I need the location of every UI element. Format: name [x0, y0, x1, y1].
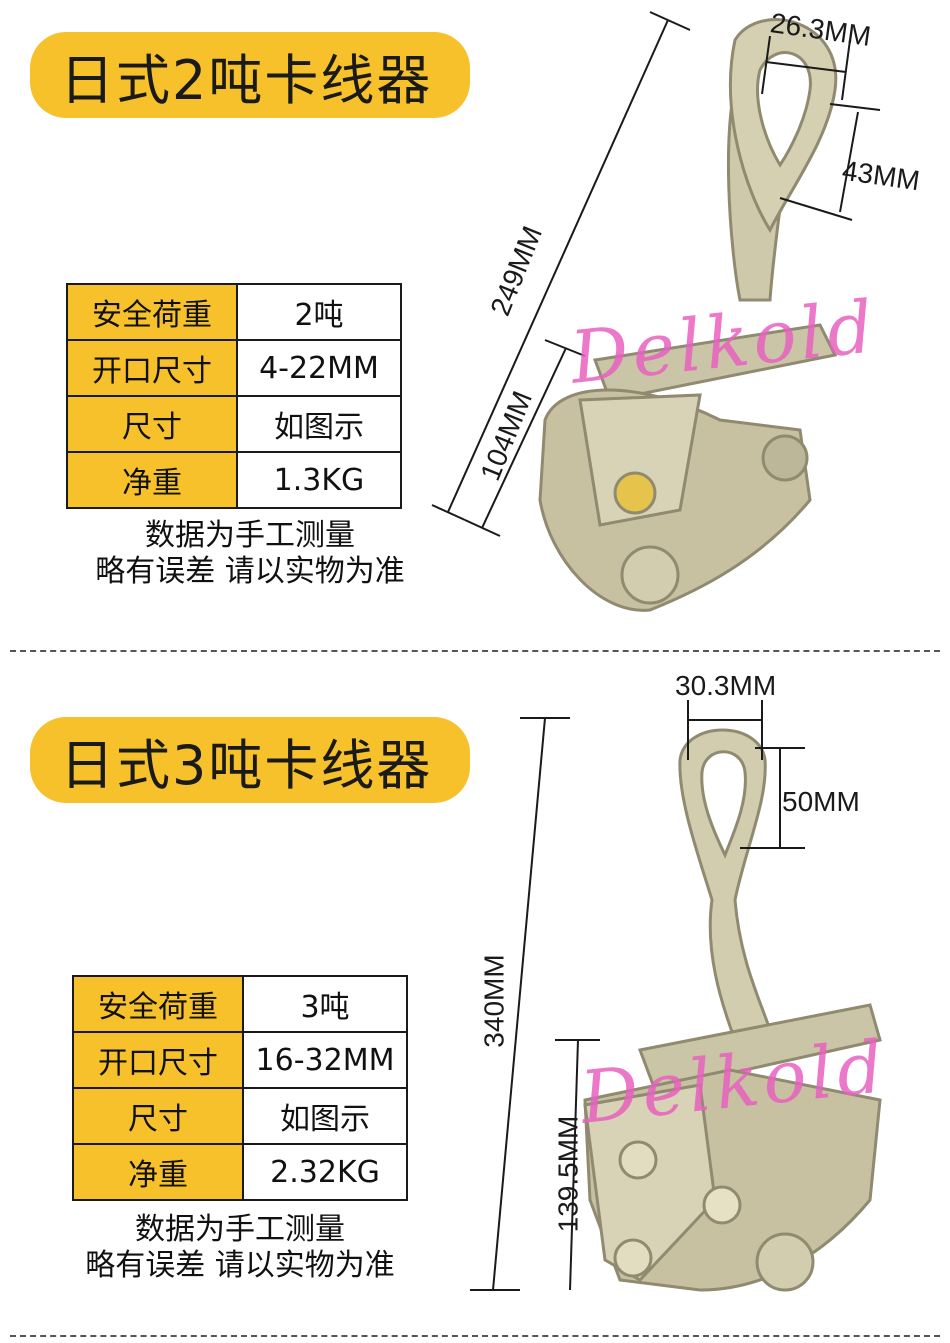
- spec-key: 开口尺寸: [72, 1031, 244, 1089]
- note-line: 略有误差 请以实物为准: [85, 1248, 395, 1283]
- section-divider: [10, 650, 940, 652]
- dim-total-length-3t: 340MM: [478, 954, 510, 1048]
- spec-table-3t: 安全荷重 3吨 开口尺寸 16-32MM 尺寸 如图示 净重 2.32KG: [72, 975, 408, 1201]
- spec-value: 4-22MM: [236, 339, 402, 397]
- note-line: 数据为手工测量: [145, 518, 355, 553]
- spec-row: 安全荷重 3吨: [72, 975, 408, 1033]
- spec-row: 净重 1.3KG: [66, 451, 402, 509]
- spec-key: 安全荷重: [66, 283, 238, 341]
- product-title: 日式3吨卡线器: [60, 733, 433, 797]
- spec-row: 开口尺寸 4-22MM: [66, 339, 402, 397]
- spec-row: 尺寸 如图示: [66, 395, 402, 453]
- watermark-text: Delkold: [576, 1024, 892, 1140]
- spec-key: 尺寸: [66, 395, 238, 453]
- spec-value: 16-32MM: [242, 1031, 408, 1089]
- dimension-lines-3t: [470, 700, 805, 1291]
- dim-total-length-2t: 249MM: [484, 221, 549, 320]
- product-title: 日式2吨卡线器: [60, 48, 433, 112]
- spec-row: 安全荷重 2吨: [66, 283, 402, 341]
- spec-table-2t: 安全荷重 2吨 开口尺寸 4-22MM 尺寸 如图示 净重 1.3KG: [66, 283, 402, 509]
- note-line: 数据为手工测量: [135, 1212, 345, 1247]
- spec-key: 净重: [66, 451, 238, 509]
- spec-row: 开口尺寸 16-32MM: [72, 1031, 408, 1089]
- dim-jaw-length-3t: 139.5MM: [552, 1115, 584, 1233]
- watermark-text: Delkold: [566, 284, 882, 400]
- measurement-note-3t: 数据为手工测量 略有误差 请以实物为准: [50, 1212, 430, 1284]
- spec-value: 1.3KG: [236, 451, 402, 509]
- dim-eye-width-2t: 26.3MM: [768, 7, 873, 52]
- spec-value: 2吨: [236, 283, 402, 341]
- section-divider-bottom: [10, 1335, 940, 1337]
- spec-row: 尺寸 如图示: [72, 1087, 408, 1145]
- spec-key: 净重: [72, 1143, 244, 1201]
- measurement-note-2t: 数据为手工测量 略有误差 请以实物为准: [60, 518, 440, 590]
- spec-value: 2.32KG: [242, 1143, 408, 1201]
- spec-value: 如图示: [242, 1087, 408, 1145]
- spec-key: 开口尺寸: [66, 339, 238, 397]
- spec-row: 净重 2.32KG: [72, 1143, 408, 1201]
- spec-value: 3吨: [242, 975, 408, 1033]
- spec-key: 尺寸: [72, 1087, 244, 1145]
- product-title-banner-3t: 日式3吨卡线器: [30, 717, 470, 803]
- dim-jaw-length-2t: 104MM: [474, 386, 539, 485]
- spec-key: 安全荷重: [72, 975, 244, 1033]
- dim-eye-height-3t: 50MM: [782, 786, 860, 817]
- product-title-banner-2t: 日式2吨卡线器: [30, 32, 470, 118]
- dim-eye-width-3t: 30.3MM: [675, 670, 777, 701]
- dim-eye-height-2t: 43MM: [840, 154, 922, 197]
- note-line: 略有误差 请以实物为准: [95, 554, 405, 589]
- spec-value: 如图示: [236, 395, 402, 453]
